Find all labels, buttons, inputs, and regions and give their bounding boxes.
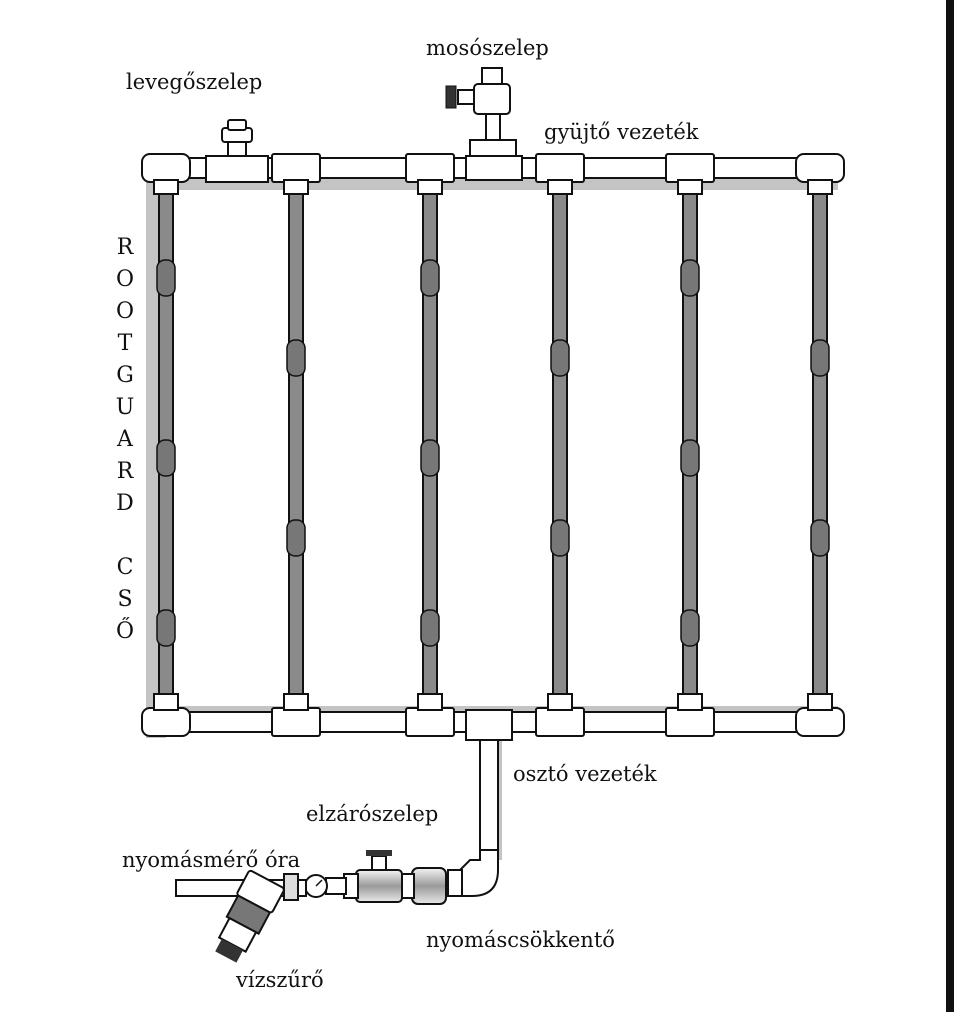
dripline-joint [156, 259, 176, 297]
label-air-valve: levegőszelep [126, 70, 263, 94]
elbow-fitting [141, 153, 191, 183]
dripline-joint [420, 439, 440, 477]
tee-fitting [665, 707, 715, 737]
pipe-label-letter: O [115, 299, 135, 324]
feed-pipe [447, 709, 513, 897]
label-collector: gyüjtő vezeték [544, 120, 699, 144]
fitting-socket [807, 693, 833, 711]
label-pressure-reducer: nyomáscsökkentő [426, 928, 615, 952]
tee-fitting [405, 707, 455, 737]
fitting-socket [153, 693, 179, 711]
dripline-joint [550, 519, 570, 557]
right-border [946, 0, 954, 1012]
label-distributor: osztó vezeték [513, 762, 657, 786]
fitting-socket [283, 179, 309, 195]
fitting-socket [417, 693, 443, 711]
fitting-socket [547, 693, 573, 711]
dripline-joint [286, 339, 306, 377]
dripline-joint [810, 339, 830, 377]
dripline [288, 179, 304, 711]
pressure-reducer [399, 867, 447, 905]
fitting-socket [677, 693, 703, 711]
fitting-socket [283, 693, 309, 711]
elbow-fitting [795, 153, 845, 183]
pipe-label-letter: Ő [115, 619, 135, 644]
fitting-socket [417, 179, 443, 195]
fitting-socket [677, 179, 703, 195]
dripline-joint [420, 259, 440, 297]
dripline-joint [810, 519, 830, 557]
pipe-label-letter [112, 520, 138, 552]
pipe-label-letter: R [116, 235, 134, 260]
pipe-label-letter: O [115, 267, 135, 292]
dripline-joint [156, 439, 176, 477]
label-pressure-gauge: nyomásmérő óra [122, 848, 301, 872]
shutoff-valve [343, 850, 403, 903]
dripline-joint [550, 339, 570, 377]
tee-fitting [271, 707, 321, 737]
water-filter [215, 869, 285, 963]
dripline-joint [680, 439, 700, 477]
tee-fitting [535, 153, 585, 183]
elbow-fitting [795, 707, 845, 737]
pipe-label-letter: D [116, 491, 134, 516]
dripline [552, 179, 568, 711]
pipe-label-letter: T [117, 331, 133, 356]
dripline-joint [286, 519, 306, 557]
tee-fitting [535, 707, 585, 737]
dripline [812, 179, 828, 711]
dripline-joint [420, 609, 440, 647]
tee-fitting [405, 153, 455, 183]
pipe-label-letter: A [117, 427, 133, 452]
pipe-label-letter: R [116, 459, 134, 484]
label-flush-valve: mosószelep [426, 36, 549, 60]
flush-valve [445, 67, 523, 181]
dripline-joint [680, 259, 700, 297]
dripline-joint [156, 609, 176, 647]
dripline-group [156, 179, 830, 711]
pipe-label-letter: S [117, 587, 133, 612]
fitting-socket [547, 179, 573, 195]
label-filter: vízszűrő [236, 968, 324, 992]
air-valve [205, 119, 269, 183]
tee-fitting [665, 153, 715, 183]
pipe-label-letter: G [116, 363, 134, 388]
pipe-label-letter: U [115, 395, 135, 420]
pipe-label-letter: C [116, 555, 134, 580]
dripline-joint [680, 609, 700, 647]
elbow-fitting [141, 707, 191, 737]
label-shutoff-valve: elzárószelep [306, 802, 439, 826]
fitting-socket [153, 179, 179, 195]
pipe-shadows [146, 168, 838, 738]
fitting-socket [807, 179, 833, 195]
pressure-gauge [304, 874, 347, 898]
fitting-group [141, 153, 845, 737]
tee-fitting [271, 153, 321, 183]
